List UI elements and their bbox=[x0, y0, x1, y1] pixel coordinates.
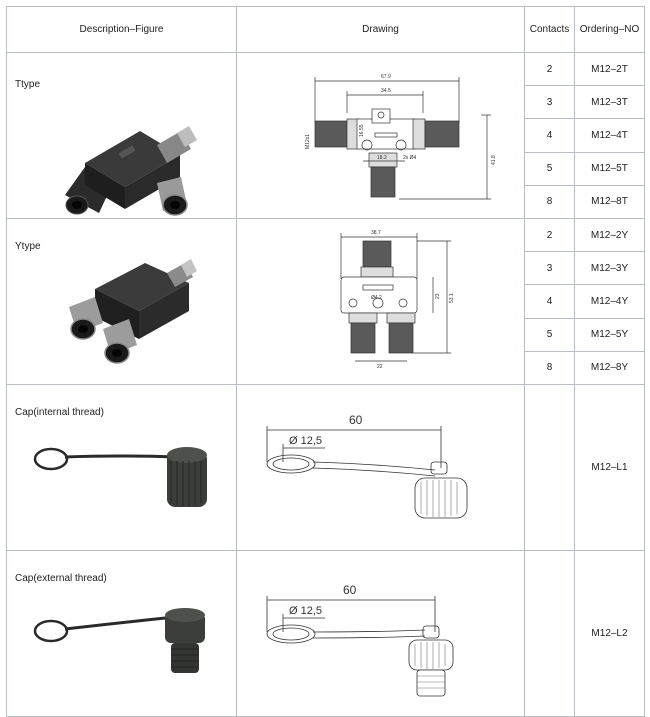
table-row: 3 M12–3Y bbox=[7, 251, 645, 286]
cap-internal-drawing: 60 Ø 12,5 bbox=[266, 413, 468, 518]
table-row: Cap(internal thread) bbox=[6, 384, 645, 551]
cap-internal-dim-diameter: Ø 12,5 bbox=[289, 435, 322, 447]
cap-internal-figure-cell: Cap(internal thread) bbox=[6, 384, 237, 551]
table-row: Ttype bbox=[6, 51, 645, 219]
ytype-order-4: M12–4Y bbox=[574, 284, 645, 319]
ttype-figure-cell: Ttype bbox=[6, 52, 237, 219]
ytype-drawing: 38.7 22 Ø4.2 23 53.1 bbox=[340, 230, 455, 370]
table-row: 8 M12–8T bbox=[7, 184, 645, 220]
cap-internal-contacts bbox=[524, 384, 575, 551]
ttype-dim-holes: 2x Ø4 bbox=[403, 155, 417, 161]
ttype-drawing-cell: 67.9 34.5 18.2 2x Ø4 M12x1 16.55 41.8 bbox=[236, 52, 525, 219]
cap-internal-dim-length: 60 bbox=[349, 413, 363, 427]
ytype-drawing-cell: 38.7 22 Ø4.2 23 53.1 bbox=[236, 218, 525, 385]
table-row: Ytype bbox=[6, 217, 645, 385]
ytype-order-5: M12–5Y bbox=[574, 317, 645, 352]
ytype-dim-outer: 53.1 bbox=[449, 293, 455, 303]
ytype-order-2: M12–2Y bbox=[574, 217, 645, 253]
ttype-dim-mid: 16.55 bbox=[359, 124, 365, 137]
ttype-contacts-5: 5 bbox=[524, 151, 575, 186]
header-row: Description–Figure Drawing Contacts Orde… bbox=[6, 6, 645, 53]
ttype-contacts-4: 4 bbox=[524, 118, 575, 153]
product-table: Description–Figure Drawing Contacts Orde… bbox=[6, 6, 645, 717]
ytype-contacts-8: 8 bbox=[524, 350, 575, 386]
ytype-figure-cell: Ytype bbox=[6, 218, 237, 385]
cap-external-drawing-cell: 60 Ø 12,5 bbox=[236, 550, 525, 717]
cap-external-image bbox=[33, 608, 205, 673]
ytype-contacts-4: 4 bbox=[524, 284, 575, 319]
ytype-contacts-2: 2 bbox=[524, 217, 575, 253]
cap-internal-drawing-cell: 60 Ø 12,5 bbox=[236, 384, 525, 551]
cap-internal-label: Cap(internal thread) bbox=[15, 407, 104, 418]
ttype-order-5: M12–5T bbox=[574, 151, 645, 186]
ttype-dim-height: 41.8 bbox=[491, 155, 497, 165]
ttype-order-3: M12–3T bbox=[574, 85, 645, 120]
cap-external-label: Cap(external thread) bbox=[15, 573, 107, 584]
cap-external-order: M12–L2 bbox=[574, 550, 645, 717]
cap-internal-image bbox=[33, 447, 207, 507]
ttype-contacts-3: 3 bbox=[524, 85, 575, 120]
cap-external-drawing: 60 Ø 12,5 bbox=[266, 583, 454, 696]
header-drawing: Drawing bbox=[236, 6, 525, 53]
cap-external-figure-cell: Cap(external thread) bbox=[6, 550, 237, 717]
table-row: Cap(external thread) bbox=[6, 550, 645, 717]
ytype-dim-hole: Ø4.2 bbox=[371, 295, 382, 301]
header-ordering: Ordering–NO bbox=[574, 6, 645, 53]
cap-external-dim-diameter: Ø 12,5 bbox=[289, 605, 322, 617]
ytype-label: Ytype bbox=[15, 241, 41, 252]
ttype-order-2: M12–2T bbox=[574, 51, 645, 87]
table-row: 5 M12–5T bbox=[7, 151, 645, 186]
ttype-dim-lower: 18.2 bbox=[377, 155, 387, 161]
header-description: Description–Figure bbox=[6, 6, 237, 53]
header-contacts: Contacts bbox=[524, 6, 575, 53]
ytype-connector-image bbox=[69, 259, 197, 364]
ttype-connector-image bbox=[65, 126, 197, 216]
ttype-dim-upper: 34.5 bbox=[381, 88, 391, 94]
cap-external-dim-length: 60 bbox=[343, 583, 357, 597]
ytype-dim-inner: 23 bbox=[435, 293, 441, 299]
ytype-contacts-5: 5 bbox=[524, 317, 575, 352]
ytype-contacts-3: 3 bbox=[524, 251, 575, 286]
ttype-contacts-2: 2 bbox=[524, 51, 575, 87]
ttype-dim-thread: M12x1 bbox=[305, 134, 311, 149]
ytype-order-8: M12–8Y bbox=[574, 350, 645, 386]
ttype-drawing: 67.9 34.5 18.2 2x Ø4 M12x1 16.55 41.8 bbox=[305, 74, 497, 200]
ytype-dim-top: 38.7 bbox=[371, 230, 381, 236]
table-row: 8 M12–8Y bbox=[7, 350, 645, 386]
table-row: 4 M12–4T bbox=[7, 118, 645, 153]
ttype-order-8: M12–8T bbox=[574, 184, 645, 220]
ttype-contacts-8: 8 bbox=[524, 184, 575, 220]
ytype-order-3: M12–3Y bbox=[574, 251, 645, 286]
ttype-label: Ttype bbox=[15, 79, 41, 90]
cap-internal-order: M12–L1 bbox=[574, 384, 645, 551]
cap-external-contacts bbox=[524, 550, 575, 717]
ttype-order-4: M12–4T bbox=[574, 118, 645, 153]
table-row: 3 M12–3T bbox=[7, 85, 645, 120]
ttype-dim-total: 67.9 bbox=[381, 74, 391, 80]
ytype-dim-bottom: 22 bbox=[377, 364, 383, 370]
table-row: 5 M12–5Y bbox=[7, 317, 645, 352]
